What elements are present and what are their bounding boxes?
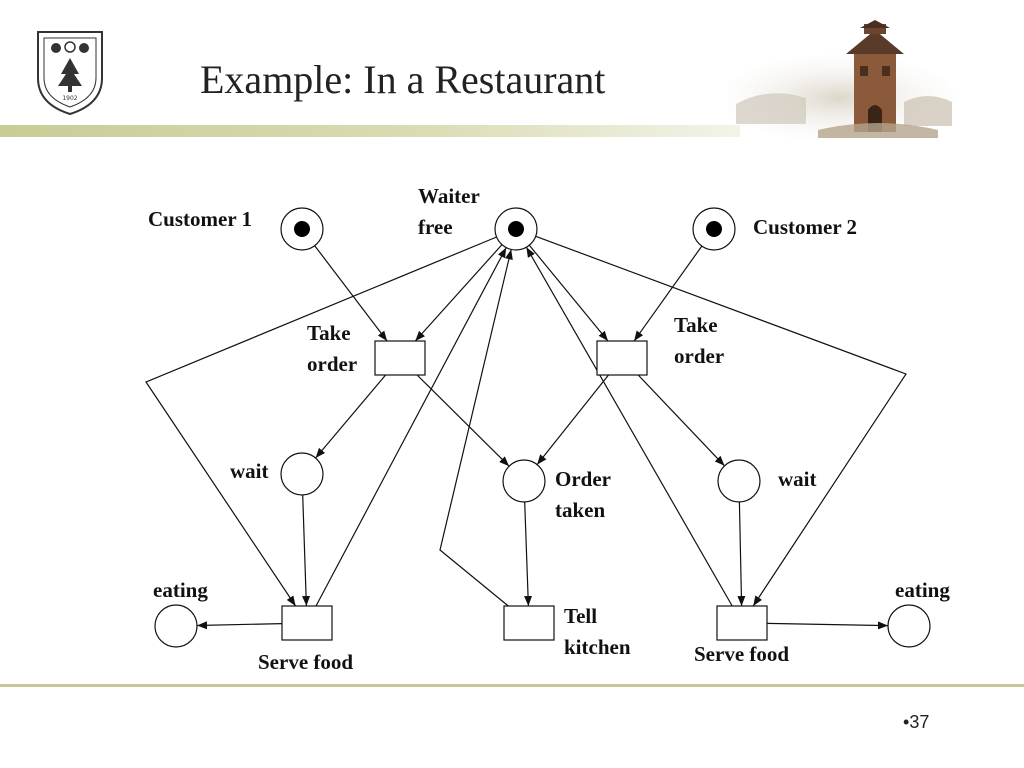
place-wait-right: [717, 459, 761, 503]
token-customer2: [706, 221, 722, 237]
label-line: Waiter: [418, 184, 480, 208]
label-wait-left: wait: [230, 459, 269, 483]
place-eating-left: [154, 604, 198, 648]
arc-take-order-right-to-order-taken: [536, 374, 609, 465]
transition-tell-kitchen: [503, 605, 555, 641]
label-wait-right: wait: [778, 467, 817, 491]
labels-layer: Customer 1 Waiter free Customer 2 wait Order t…: [148, 184, 950, 674]
label-eating-right: eating: [895, 578, 950, 602]
transition-serve-food-right: [716, 605, 768, 641]
arcs-layer: [145, 235, 907, 630]
label-line: free: [418, 215, 453, 239]
label-line: Order: [555, 467, 611, 491]
page-number: •37: [903, 712, 929, 733]
label-line: Tell: [564, 604, 597, 628]
transition-serve-food-left: [281, 605, 333, 641]
label-line: kitchen: [564, 635, 631, 659]
arc-take-order-left-to-order-taken: [416, 374, 510, 467]
arc-customer1-to-take-order-left: [314, 245, 388, 342]
label-line: Customer 2: [753, 215, 857, 239]
logo-year: 1902: [62, 95, 77, 102]
label-line: Serve food: [694, 642, 789, 666]
arc-serve-food-left-to-eating-left: [196, 621, 283, 630]
label-eating-left: eating: [153, 578, 208, 602]
label-line: wait: [778, 467, 817, 491]
university-tower-icon: [728, 20, 956, 140]
label-line: eating: [153, 578, 208, 602]
arc-waiter-free-to-take-order-right: [528, 244, 609, 342]
token-customer1: [294, 221, 310, 237]
label-customer1: Customer 1: [148, 207, 252, 231]
page-bullet: •: [903, 712, 910, 732]
arc-tell-kitchen-to-waiter-free: [439, 249, 513, 607]
arc-serve-food-right-to-eating-right: [766, 621, 889, 630]
arc-serve-food-right-to-waiter-free: [525, 246, 733, 607]
arc-wait-left-to-serve-food-left: [302, 494, 311, 607]
label-line: Take: [674, 313, 718, 337]
transition-take-order-left: [374, 340, 426, 376]
label-serve-food-right: Serve food: [694, 642, 789, 666]
arc-wait-right-to-serve-food-right: [737, 501, 746, 607]
label-tell-kitchen: Tell kitchen: [564, 604, 631, 659]
label-serve-food-left: Serve food: [258, 650, 353, 674]
arc-serve-food-left-to-waiter-free: [315, 247, 507, 607]
label-take-order-right: Take order: [674, 313, 724, 368]
arc-customer2-to-take-order-right: [633, 245, 703, 342]
label-line: wait: [230, 459, 269, 483]
token-waiter-free: [508, 221, 524, 237]
place-order-taken: [502, 459, 546, 503]
label-waiter-free: Waiter free: [418, 184, 480, 239]
place-eating-right: [887, 604, 931, 648]
label-take-order-left: Take order: [307, 321, 357, 376]
arc-waiter-free-to-serve-food-right: [535, 235, 907, 607]
footer-divider: [0, 684, 1024, 687]
label-line: Take: [307, 321, 351, 345]
arc-waiter-free-to-serve-food-left: [145, 236, 497, 607]
nodes-layer: [154, 207, 931, 648]
page-number-value: 37: [909, 712, 930, 732]
label-line: order: [674, 344, 724, 368]
arc-order-taken-to-tell-kitchen: [524, 501, 533, 607]
university-logo-icon: 1902: [37, 31, 103, 116]
place-wait-left: [280, 452, 324, 496]
transition-take-order-right: [596, 340, 648, 376]
arc-take-order-left-to-wait-left: [315, 374, 387, 459]
label-line: Serve food: [258, 650, 353, 674]
arc-waiter-free-to-take-order-left: [414, 244, 503, 342]
label-line: Customer 1: [148, 207, 252, 231]
arc-take-order-right-to-wait-right: [637, 374, 725, 467]
label-line: order: [307, 352, 357, 376]
page-title: Example: In a Restaurant: [200, 57, 606, 102]
label-customer2: Customer 2: [753, 215, 857, 239]
label-line: eating: [895, 578, 950, 602]
label-order-taken: Order taken: [555, 467, 611, 522]
header-accent-bar: [0, 125, 740, 137]
label-line: taken: [555, 498, 605, 522]
